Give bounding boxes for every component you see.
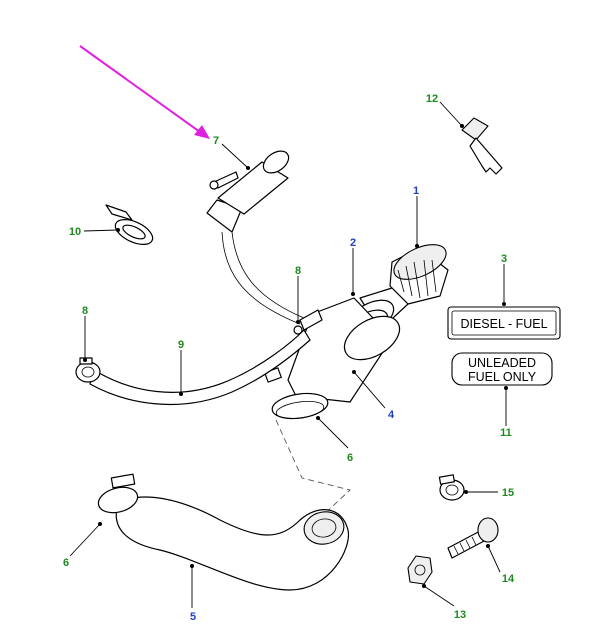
callout-12: 12 xyxy=(426,93,438,105)
callout-7: 7 xyxy=(213,135,219,147)
callout-numbers: 1 2 3 4 5 6 6 7 8 8 9 10 11 12 13 14 15 xyxy=(63,93,515,623)
unleaded-fuel-label: UNLEADED FUEL ONLY xyxy=(451,352,553,386)
callout-14: 14 xyxy=(502,573,515,585)
hose xyxy=(89,329,311,406)
leader-lines xyxy=(69,101,508,608)
hose-clamp-upper xyxy=(264,367,329,420)
fuel-cap-key xyxy=(461,117,503,175)
callout-8-upper: 8 xyxy=(295,265,301,277)
callout-5: 5 xyxy=(190,611,196,623)
callout-6-lower: 6 xyxy=(63,557,69,569)
callout-10: 10 xyxy=(69,226,81,238)
bolt xyxy=(447,517,499,559)
alignment-dashed-line xyxy=(275,419,351,519)
unleaded-label-line1: UNLEADED xyxy=(468,356,536,370)
lower-hose xyxy=(115,496,350,591)
callout-9: 9 xyxy=(178,339,184,351)
callout-1: 1 xyxy=(413,185,419,197)
diesel-fuel-label: DIESEL - FUEL xyxy=(447,306,561,340)
diesel-label-text: DIESEL - FUEL xyxy=(460,317,547,331)
callout-3: 3 xyxy=(501,253,507,265)
callout-4: 4 xyxy=(388,409,395,421)
hose-clamp-lower xyxy=(97,473,139,514)
nut xyxy=(407,555,433,585)
callout-2: 2 xyxy=(350,237,356,249)
hose-clip-right xyxy=(438,474,465,501)
callout-6-upper: 6 xyxy=(347,452,353,464)
callout-15: 15 xyxy=(502,487,514,499)
unleaded-label-line2: FUEL ONLY xyxy=(468,370,537,384)
hose-clip-left xyxy=(75,357,101,383)
filler-pipe xyxy=(287,297,401,403)
callout-8-left: 8 xyxy=(82,305,88,317)
callout-13: 13 xyxy=(454,609,466,621)
filler-cap xyxy=(389,244,449,305)
cable-tie xyxy=(105,204,154,245)
breather-pipe xyxy=(206,150,305,325)
pointer-arrow xyxy=(79,45,210,139)
callout-11: 11 xyxy=(500,427,512,439)
